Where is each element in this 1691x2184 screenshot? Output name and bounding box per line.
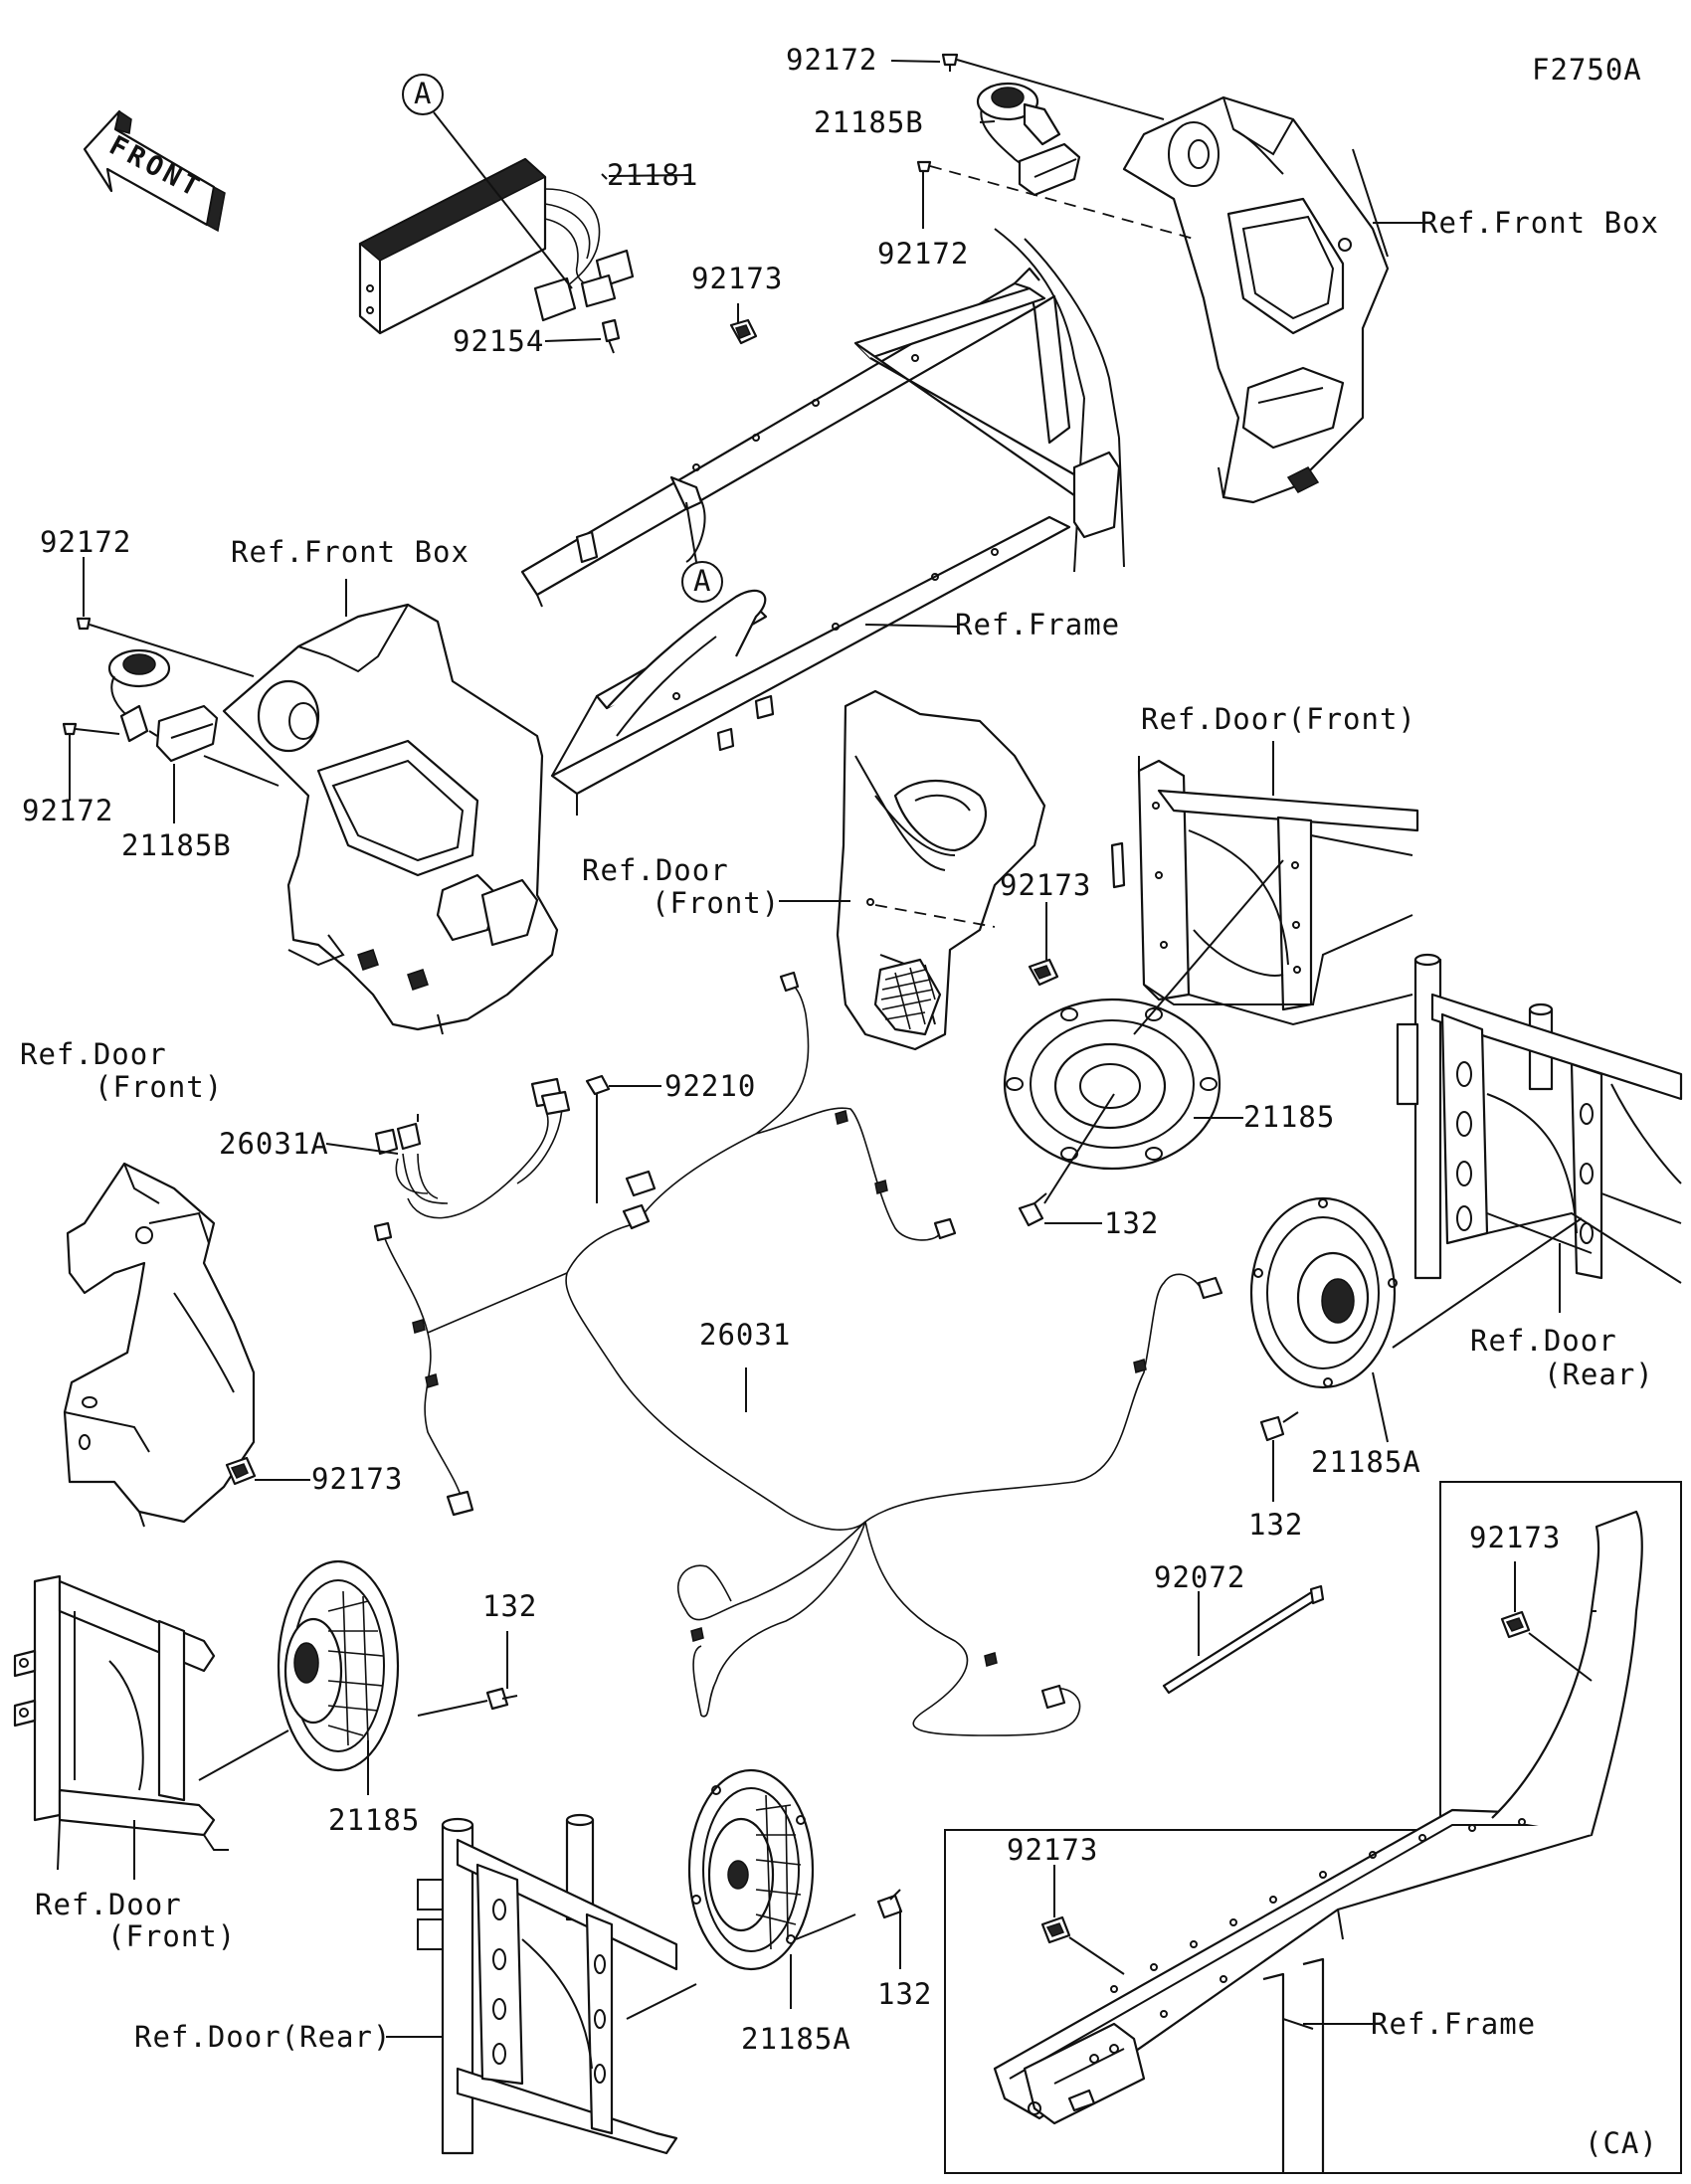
callout-21181: 21181 [607,158,698,192]
door-rear-bottom-frame [417,1813,678,2155]
callout-frame-ca: Ref.Frame [1371,2007,1536,2041]
screw-92172-left-bottom [62,722,78,736]
callout-door-front-bottom-2: (Front) [107,1919,236,1953]
nut-92173-frame [729,318,758,345]
front-box-left [222,603,559,1035]
bolt-132-bottom-left [485,1687,518,1711]
figure-code: F2750A [1532,53,1642,87]
callout-21185-right: 21185 [1243,1100,1335,1134]
callout-92172-left-top: 92172 [40,525,131,559]
callout-92173-door: 92173 [1000,868,1091,902]
door-front-left [63,1162,256,1528]
cable-tie-92072 [1162,1584,1325,1695]
callout-21185a-right: 21185A [1311,1445,1421,1479]
callout-21185b-top: 21185B [814,105,924,139]
bolt-132-mid-right [1259,1411,1299,1442]
door-front-right-frame [1110,756,1419,1026]
callout-92173-ca-left: 92173 [1007,1833,1098,1867]
callout-21185a-bottom: 21185A [741,2022,851,2056]
callout-frame-top: Ref.Frame [955,608,1120,641]
nut-92173-ca-top [1500,1610,1531,1639]
harness-26031 [373,971,1223,1736]
ca-region-label: (CA) [1585,2126,1658,2160]
screw-92154 [601,318,621,354]
callout-door-rear-bottom: Ref.Door(Rear) [134,2020,391,2054]
callout-26031: 26031 [699,1318,791,1352]
marker-a-frame [681,561,723,603]
marker-a-top [402,74,444,115]
screw-92172-top [941,53,959,72]
callout-21185b-left: 21185B [121,828,232,862]
callout-132-mid-right: 132 [1248,1508,1303,1542]
speaker-21185a-right [1249,1196,1398,1389]
bolt-132-right [1018,1192,1047,1227]
vehicle-frame [520,228,1125,816]
bolt-132-bottom [876,1889,903,1919]
door-front-center [836,689,1046,1051]
nut-92173-door [1028,958,1059,987]
callout-26031a: 26031A [219,1127,329,1161]
callout-door-front-center-2: (Front) [652,886,780,920]
screw-92172-mid [916,160,932,173]
door-front-bottom-left-frame [13,1574,229,1871]
nut-92173-left [225,1456,257,1486]
nut-92210 [585,1074,611,1096]
callout-92172-left-bottom: 92172 [22,794,113,827]
callout-front-box-right: Ref.Front Box [1420,206,1659,240]
tweeter-21185b-left [107,648,219,763]
callout-132-right: 132 [1104,1206,1159,1240]
callout-92173-ca-top: 92173 [1469,1521,1561,1554]
amplifier-unit [358,157,635,335]
callout-door-rear-right-1: Ref.Door [1470,1324,1617,1358]
speaker-21185-right [1003,998,1221,1171]
callout-132-bottom: 132 [877,1977,932,2011]
callout-front-box-left: Ref.Front Box [231,535,470,569]
callout-92172-mid: 92172 [877,237,969,271]
callout-132-bottom-left: 132 [482,1589,537,1623]
tweeter-21185b-top [976,82,1081,197]
callout-21185-bottom: 21185 [328,1803,420,1837]
callout-92172-top: 92172 [786,43,877,77]
front-box-right [1122,95,1390,504]
front-arrow-icon: FRONT [83,109,226,233]
speaker-21185-bottom [277,1559,400,1772]
ca-frame-rail [993,1510,1643,2173]
callout-92173-frame: 92173 [691,262,783,295]
callout-door-front-left-1: Ref.Door [20,1037,167,1071]
callout-door-front-bottom-1: Ref.Door [35,1888,182,1921]
callout-92072: 92072 [1154,1560,1245,1594]
callout-door-front-left-2: (Front) [94,1070,223,1104]
marker-a-frame-label: A [693,564,711,598]
callout-door-rear-right-2: (Rear) [1544,1358,1654,1391]
screw-92172-left-top [76,617,92,631]
speaker-21185a-bottom [687,1768,815,1971]
callout-92210: 92210 [664,1069,756,1103]
callout-door-front-center-1: Ref.Door [582,853,729,887]
callout-door-front-right: Ref.Door(Front) [1141,702,1416,736]
callout-92154: 92154 [453,324,544,358]
callout-92173-left: 92173 [311,1462,403,1496]
nut-92173-ca-left [1040,1915,1071,1944]
marker-a-top-label: A [414,77,432,110]
harness-26031a [374,1077,571,1219]
door-rear-right-frame [1396,953,1683,1284]
